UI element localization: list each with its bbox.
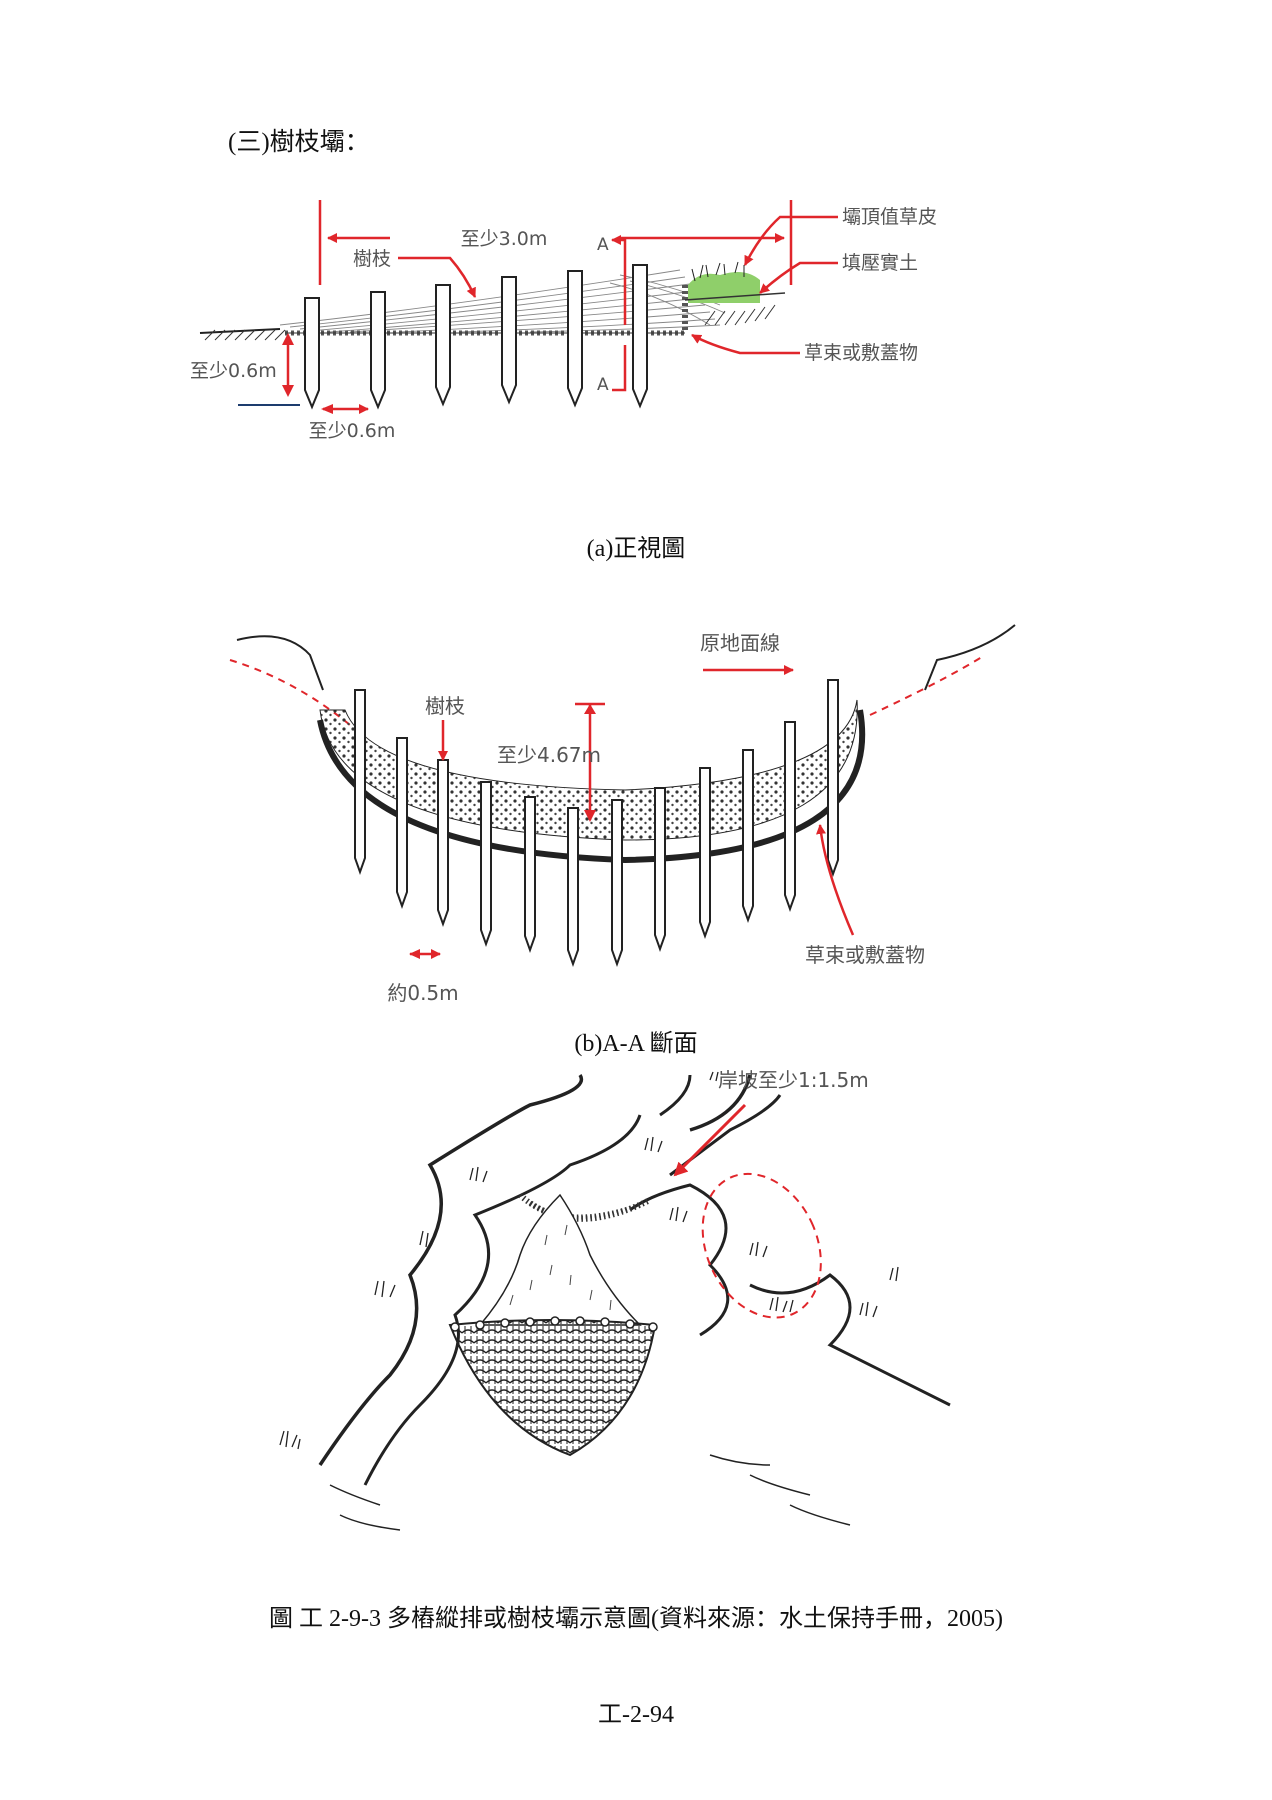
figure-caption: 圖 工 2-9-3 多樁縱排或樹枝壩示意圖(資料來源：水土保持手冊，2005) bbox=[269, 1606, 1003, 1632]
section-a-bottom-label: A bbox=[597, 375, 609, 395]
page-number: 工-2-94 bbox=[598, 1702, 674, 1728]
section-a-top-label: A bbox=[597, 235, 609, 255]
depth-label: 至少0.6m bbox=[190, 360, 277, 382]
branch-label: 樹枝 bbox=[353, 248, 391, 270]
sod-label: 壩頂值草皮 bbox=[842, 206, 937, 228]
branch-label-b: 樹枝 bbox=[425, 694, 465, 718]
figure-a-caption: (a)正視圖 bbox=[586, 536, 686, 562]
compacted-soil-label: 填壓實土 bbox=[842, 252, 918, 274]
spacing-label: 至少0.6m bbox=[309, 420, 396, 442]
cover-label: 草束或敷蓋物 bbox=[804, 342, 918, 364]
spacing-label-b: 約0.5m bbox=[387, 981, 458, 1005]
figure-b-section-view: 原地面線 樹枝 至少4.67m 草束或敷蓋物 約0.5m bbox=[229, 624, 1016, 1005]
section-heading: (三)樹枝壩： bbox=[228, 129, 370, 156]
bank-slope-label: 岸坡至少1:1.5m bbox=[718, 1068, 869, 1092]
height-label: 至少4.67m bbox=[497, 743, 601, 767]
cover-label-b: 草束或敷蓋物 bbox=[805, 943, 925, 967]
figure-a-front-view: 至少3.0m bbox=[190, 200, 937, 442]
width-label: 至少3.0m bbox=[461, 228, 548, 250]
figure-c-perspective-sketch: 岸坡至少1:1.5m bbox=[279, 1068, 951, 1531]
ground-line-label: 原地面線 bbox=[700, 631, 780, 655]
figure-b-caption: (b)A-A 斷面 bbox=[574, 1031, 698, 1057]
